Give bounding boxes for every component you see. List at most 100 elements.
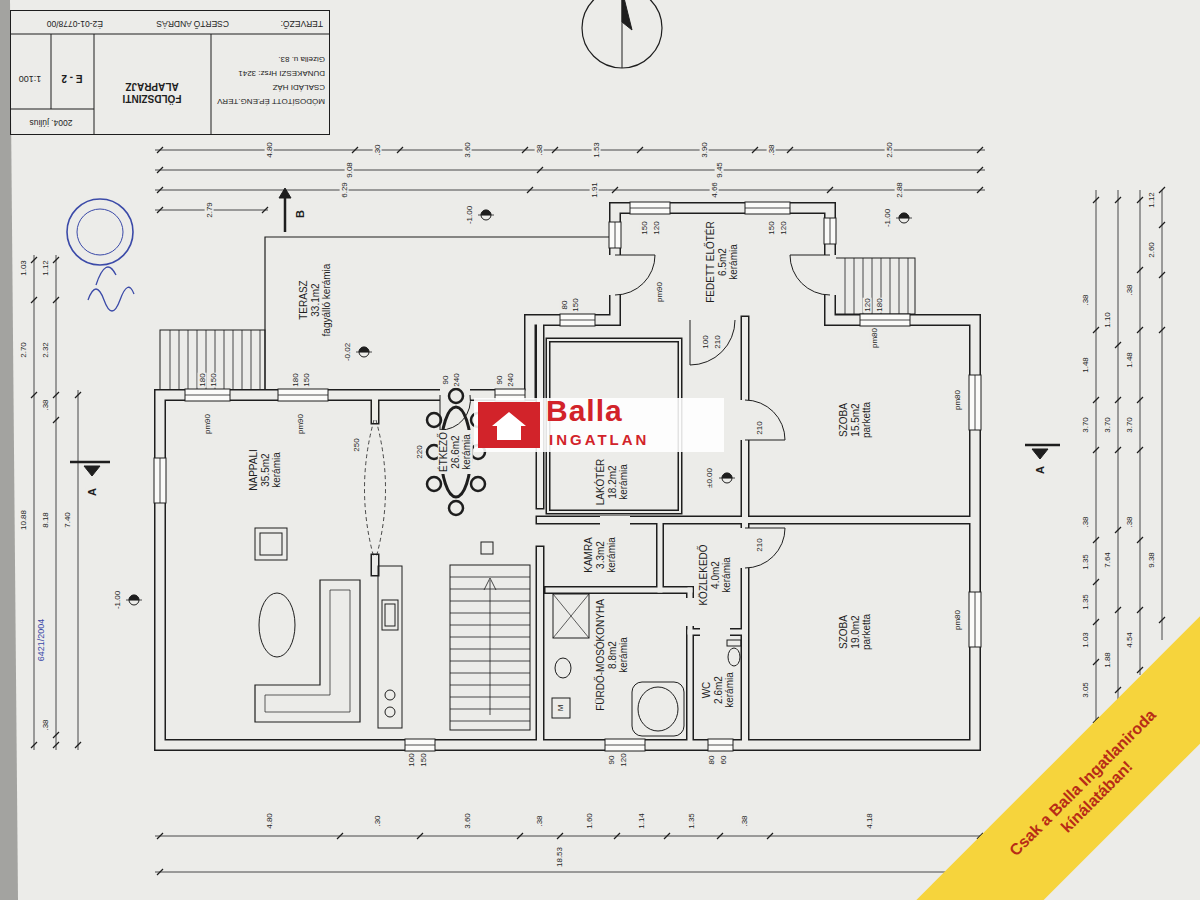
window	[560, 314, 595, 326]
dimension-tick	[157, 869, 163, 875]
dimension-text: .38	[1125, 283, 1134, 296]
room-text: kerámia	[606, 535, 618, 575]
title-cell: E - 2	[52, 73, 92, 85]
dimension-text: 180	[875, 297, 884, 312]
staircase	[450, 565, 530, 730]
dimension-text: 250	[352, 437, 361, 452]
dimension-tick	[717, 833, 723, 839]
dimension-text: pm80	[953, 389, 962, 411]
dimension-text: 9.38	[1147, 551, 1156, 569]
dimension-text: .38	[41, 398, 50, 411]
dimension-tick	[1115, 447, 1121, 453]
dimension-text: .38	[535, 143, 544, 156]
plan-label: 1.12	[42, 259, 51, 277]
plan-label: 10.88	[20, 509, 29, 531]
chair	[427, 477, 441, 491]
bathtub	[632, 682, 684, 736]
plan-label: 3.60	[464, 141, 473, 159]
window-pane	[745, 208, 790, 209]
room-text: KÖZLEKEDŐ	[698, 542, 710, 607]
dimension-tick	[1115, 197, 1121, 203]
dimension-text: 9.45	[715, 161, 724, 179]
dimension-text: 1.12	[41, 259, 50, 277]
room-label: FEDETT ELŐTÉR6.5m2kerámia	[705, 219, 740, 305]
room-text: 33.1m2	[309, 262, 321, 339]
dimension-text: 1.35	[687, 812, 696, 830]
armchair	[255, 528, 287, 560]
room-label: SZOBA19.0m2parketta	[838, 612, 873, 652]
entrance-steps	[835, 258, 915, 314]
dimension-tick	[552, 147, 558, 153]
plan-label: 90	[442, 375, 451, 386]
door-opening	[690, 314, 735, 326]
title-cell: É2-01-0778/00	[13, 18, 103, 28]
permit-number: 6421/2004	[36, 618, 46, 663]
plan-label: 7.40	[64, 511, 73, 529]
dimension-text: 18.53	[555, 846, 564, 868]
plan-label: A	[1034, 465, 1046, 475]
plan-label: 4.66	[711, 181, 720, 199]
bathtub-inner	[638, 687, 678, 731]
plan-label: 2.32	[42, 341, 51, 359]
plan-label: .38	[42, 398, 51, 411]
room-text: KAMRA	[583, 535, 595, 575]
dimension-tick	[537, 167, 543, 173]
door-opening	[440, 389, 470, 401]
plan-label: 210	[714, 334, 723, 349]
plan-label: 1.14	[638, 812, 647, 830]
dimension-tick	[1159, 222, 1165, 228]
toilet-tank	[727, 640, 741, 646]
title-grid-line	[211, 34, 212, 134]
plan-label: 180	[199, 372, 208, 387]
plan-label: 100	[408, 752, 417, 767]
plan-label: 3.05	[1082, 681, 1091, 699]
level-mark-line	[478, 215, 494, 216]
dimension-text: 1.14	[637, 812, 646, 830]
plan-label: 150	[768, 220, 777, 235]
wall-core	[160, 208, 975, 745]
title-cell: 1:100	[11, 74, 49, 84]
dimension-tick	[31, 742, 37, 748]
title-grid-line	[94, 34, 95, 134]
dimension-tick	[612, 187, 618, 193]
dimension-text: ±0.00	[705, 467, 714, 489]
room-text: 4.0m2	[709, 542, 721, 607]
toilet-bowl	[728, 648, 740, 666]
chair	[449, 501, 463, 515]
plan-label: .38	[768, 143, 777, 156]
plan-label: 220	[416, 444, 425, 459]
dimension-tick	[787, 147, 793, 153]
section-line	[284, 198, 287, 232]
dimension-tick	[522, 147, 528, 153]
armchair-seat	[260, 533, 282, 555]
dimension-line	[1162, 190, 1163, 640]
room-text: kerámia	[271, 447, 283, 493]
dimension-tick	[1115, 342, 1121, 348]
room-text: 8.8m2	[606, 597, 618, 713]
dimension-text: 150	[640, 220, 649, 235]
title-cell: CSERTŐ ANDRÁS	[119, 18, 229, 28]
dimension-tick	[31, 297, 37, 303]
dimension-text: 150	[767, 220, 776, 235]
dimension-text: 2.88	[895, 181, 904, 199]
dimension-tick	[417, 833, 423, 839]
room-text: TERASZ	[298, 262, 310, 339]
sofa	[255, 580, 360, 722]
stair-tread	[450, 721, 530, 722]
dimension-tick	[1115, 687, 1121, 693]
dimension-tick	[1159, 272, 1165, 278]
dimension-tick	[31, 257, 37, 263]
signature	[88, 267, 134, 311]
door-swing	[690, 320, 735, 365]
plan-label: 150	[210, 372, 219, 387]
dimension-text: 6.29	[340, 181, 349, 199]
dimension-text: -0.02	[343, 342, 352, 362]
window-pane	[615, 222, 616, 248]
plan-label: 9.38	[1148, 551, 1157, 569]
dimension-text: 4.18	[865, 812, 874, 830]
dimension-text: 220	[415, 444, 424, 459]
plan-label: 3.90	[701, 141, 710, 159]
title-cell: FÖLDSZINTI ALAPRAJZ	[99, 81, 205, 104]
dimension-text: 3.60	[463, 812, 472, 830]
room-text: 3.3m2	[594, 535, 606, 575]
